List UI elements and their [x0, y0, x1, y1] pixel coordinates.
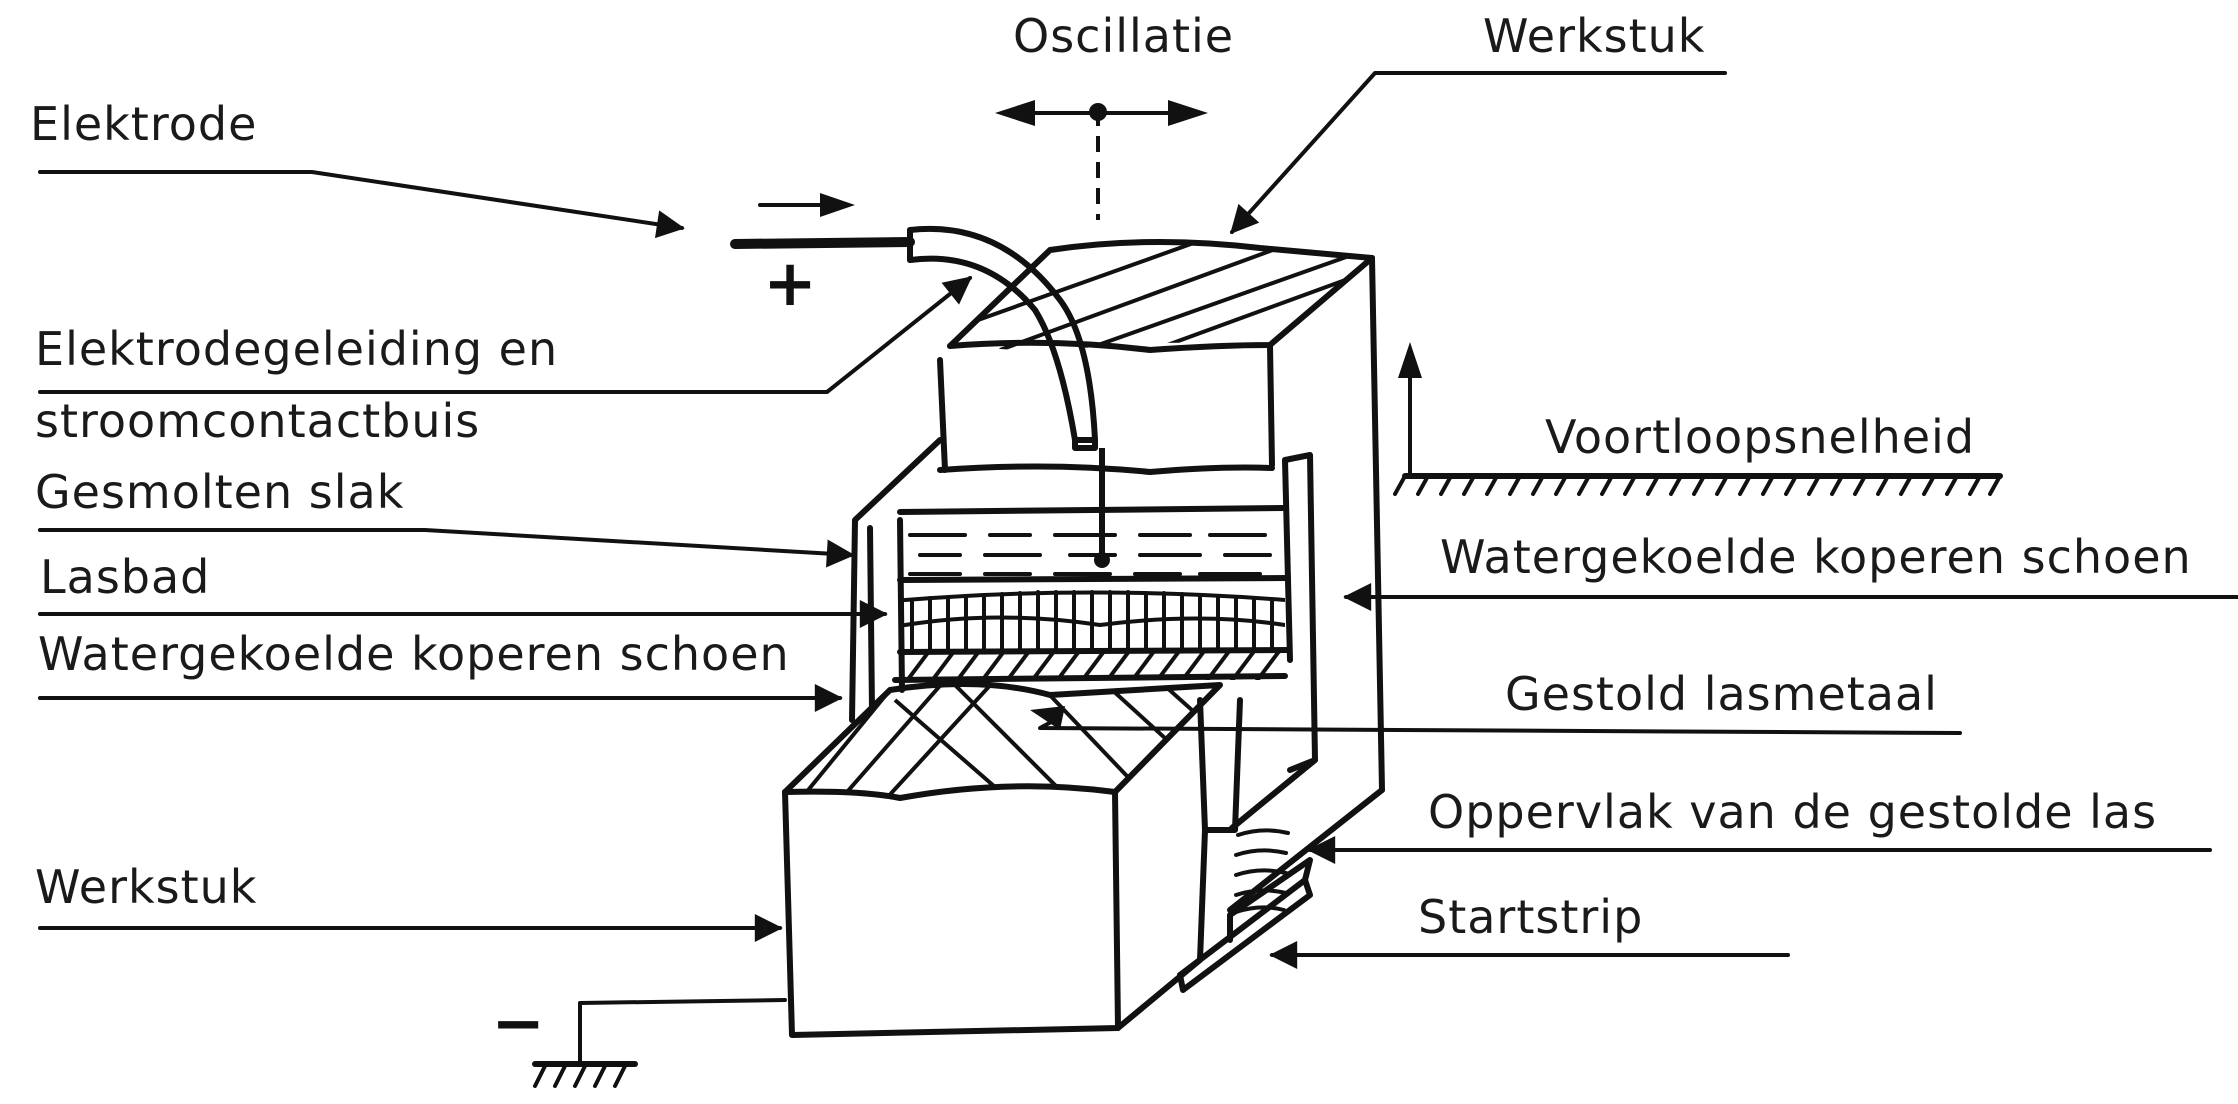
label-lasbad: Lasbad: [40, 550, 210, 604]
travel-speed-indicator: [1393, 342, 2003, 496]
label-elektrodegeleiding-line2: stroomcontactbuis: [35, 394, 480, 448]
electrode-assembly: [730, 103, 1110, 568]
label-werkstuk-top: Werkstuk: [1483, 9, 1705, 63]
label-gesmolten-slak: Gesmolten slak: [35, 465, 404, 519]
plus-sign: +: [763, 247, 817, 321]
oscillation-arrow: [995, 100, 1208, 126]
label-elektrode: Elektrode: [30, 97, 257, 151]
label-startstrip: Startstrip: [1418, 890, 1643, 944]
feed-direction-arrow: [758, 193, 855, 217]
slag-layer: [897, 505, 1288, 576]
label-elektrodegeleiding-line1: Elektrodegeleiding en: [35, 322, 558, 376]
weld-pool: [892, 575, 1291, 683]
label-oppervlak: Oppervlak van de gestolde las: [1428, 785, 2157, 839]
leader-lines: [38, 71, 2238, 969]
label-werkstuk-bottom: Werkstuk: [35, 860, 257, 914]
ground-icon: [532, 998, 787, 1088]
upper-workpiece: [937, 238, 1385, 913]
lower-workpiece: [782, 681, 1313, 1038]
label-voortloopsnelheid: Voortloopsnelheid: [1545, 410, 1975, 464]
label-watergekoelde-right: Watergekoelde koperen schoen: [1440, 530, 2192, 584]
label-gestold-lasmetaal: Gestold lasmetaal: [1505, 667, 1938, 721]
label-watergekoelde-left: Watergekoelde koperen schoen: [38, 627, 790, 681]
minus-sign: −: [491, 987, 545, 1061]
label-oscillatie: Oscillatie: [1013, 9, 1234, 63]
copper-shoe-right: [1197, 452, 1318, 833]
